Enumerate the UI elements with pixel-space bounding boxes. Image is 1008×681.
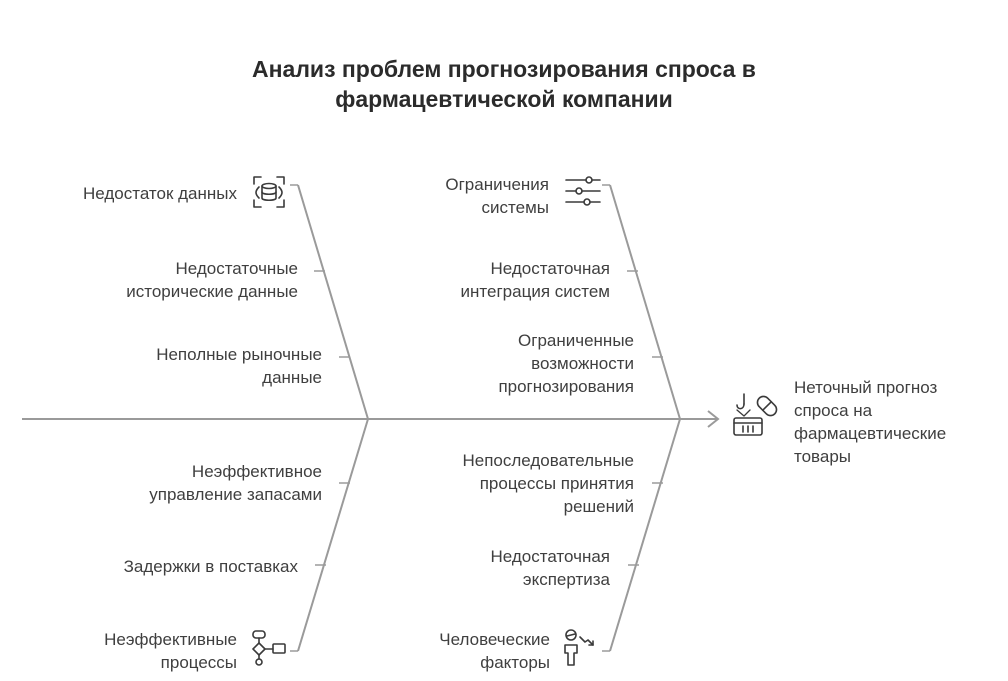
database-scan-icon bbox=[253, 176, 285, 208]
sliders-icon bbox=[565, 176, 601, 206]
title-line-2: фармацевтической компании bbox=[335, 86, 673, 112]
category-data-label: Недостаток данных bbox=[83, 184, 237, 203]
cause-data-2: Неполные рыночные данные bbox=[156, 345, 322, 387]
diagram-title: Анализ проблем прогнозирования спроса в … bbox=[0, 54, 1008, 114]
title-line-1: Анализ проблем прогнозирования спроса в bbox=[252, 56, 756, 82]
effect-label: Неточный прогноз спроса на фармацевтичес… bbox=[794, 378, 947, 466]
category-human-label: Человеческие факторы bbox=[439, 630, 550, 672]
category-process-label: Неэффективные процессы bbox=[104, 630, 237, 672]
flowchart-icon bbox=[252, 630, 286, 666]
cause-process-1: Неэффективное управление запасами bbox=[149, 462, 322, 504]
cause-human-2: Недостаточная экспертиза bbox=[490, 547, 611, 589]
bone-system bbox=[609, 184, 681, 420]
cause-human-1: Непоследовательные процессы принятия реш… bbox=[462, 451, 634, 516]
cause-system-2: Ограниченные возможности прогнозирования bbox=[498, 331, 634, 396]
bone-process bbox=[297, 418, 369, 652]
cause-process-2: Задержки в поставках bbox=[123, 557, 298, 576]
cause-data-1: Недостаточные исторические данные bbox=[126, 259, 298, 301]
cause-system-1: Недостаточная интеграция систем bbox=[460, 259, 610, 301]
bone-human bbox=[609, 418, 681, 652]
category-system-label: Ограничения системы bbox=[445, 175, 549, 217]
bone-data bbox=[297, 184, 369, 420]
pill-crate-icon bbox=[733, 393, 778, 436]
spine-arrowhead bbox=[707, 410, 720, 428]
person-icon bbox=[564, 629, 594, 666]
